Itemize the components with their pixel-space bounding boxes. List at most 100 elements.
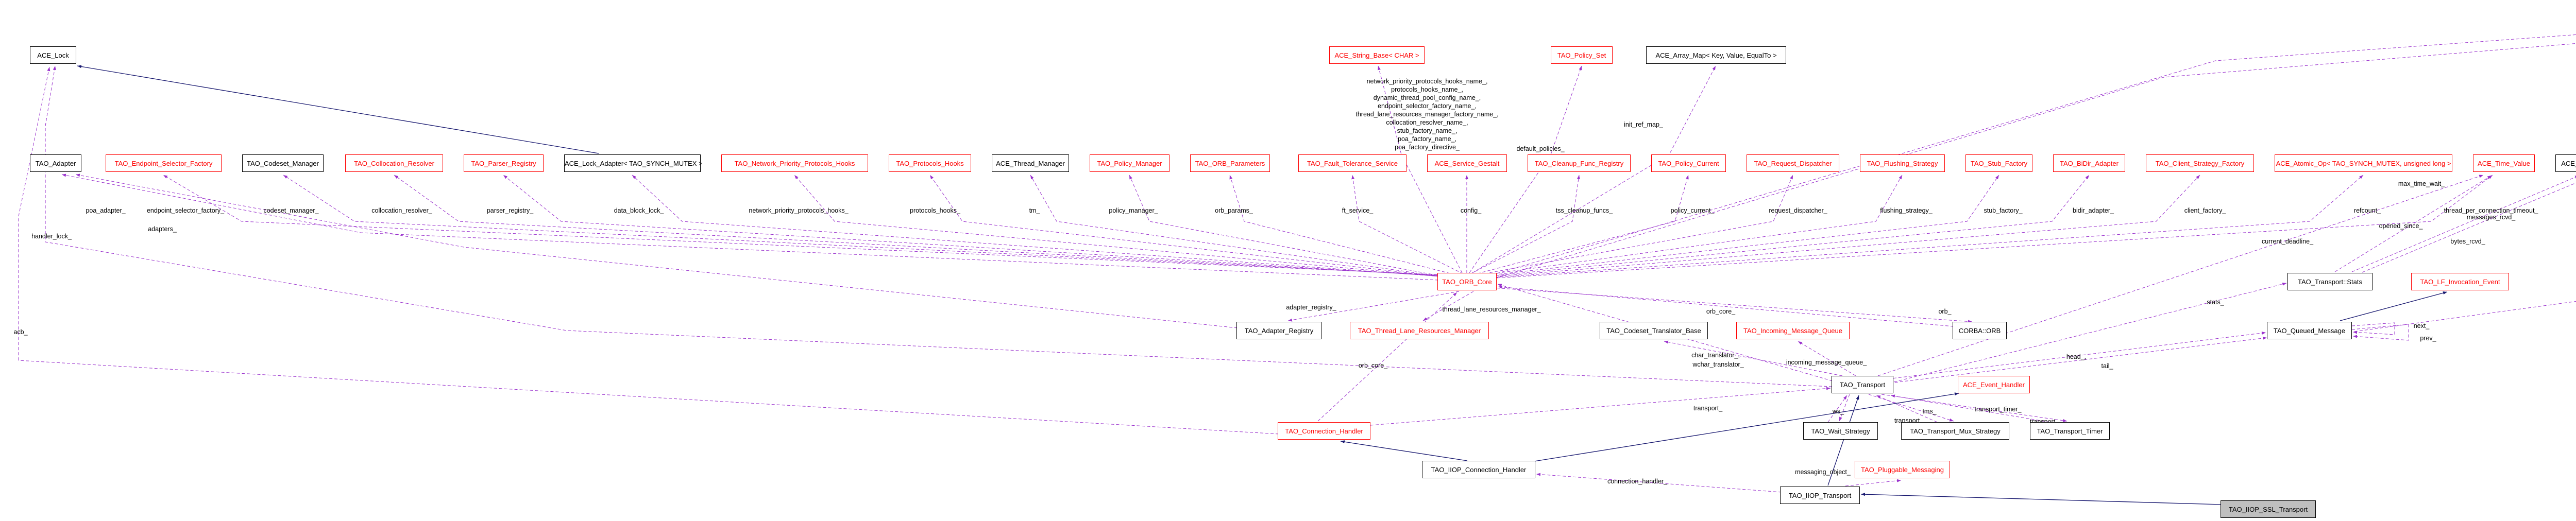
class-node-tao-iiop-ssl-transport: TAO_IIOP_SSL_Transport (2221, 500, 2316, 518)
usage-edge (1893, 283, 2287, 383)
member-name-line: poa_factory_name_, (1398, 135, 1456, 143)
edge-label: handler_lock_ (31, 233, 72, 240)
edge-label: orb_params_ (1215, 207, 1253, 214)
edge-label: network_priority_protocols_hooks_ (749, 207, 849, 214)
class-node-tao-protocols-hooks[interactable]: TAO_Protocols_Hooks (889, 154, 971, 172)
edge-label: messaging_object_ (1795, 468, 1851, 476)
usage-edge (394, 175, 1446, 276)
class-node-tao-connection-handler[interactable]: TAO_Connection_Handler (1278, 422, 1370, 440)
class-node-ace-string-base-char[interactable]: ACE_String_Base< CHAR > (1329, 46, 1425, 64)
class-node-ace-atomic-op-tao-synch-mutex-unsigned-long[interactable]: ACE_Atomic_Op< TAO_SYNCH_MUTEX, unsigned… (2275, 154, 2452, 172)
inheritance-edge (2340, 291, 2448, 321)
class-node-ace-thread-manager[interactable]: ACE_Thread_Manager (992, 154, 1069, 172)
class-node-tao-endpoint-selector-factory[interactable]: TAO_Endpoint_Selector_Factory (106, 154, 222, 172)
class-node-tao-policy-current[interactable]: TAO_Policy_Current (1651, 154, 1726, 172)
edge-label: opened_since_ (2379, 222, 2423, 230)
class-node-tao-network-priority-protocols-hooks[interactable]: TAO_Network_Priority_Protocols_Hooks (721, 154, 868, 172)
usage-edge (1482, 175, 2200, 278)
edge-label: codeset_manager_ (263, 207, 319, 214)
edge-label: current_deadline_ (2261, 238, 2314, 245)
class-node-tao-pluggable-messaging[interactable]: TAO_Pluggable_Messaging (1855, 461, 1950, 478)
usage-edge (2351, 322, 2395, 335)
edge-label: parser_registry_ (486, 207, 534, 214)
class-node-ace-time-value[interactable]: ACE_Time_Value (2473, 154, 2535, 172)
edge-label: flushing_strategy_ (1880, 207, 1933, 214)
class-node-ace-event-handler[interactable]: ACE_Event_Handler (1958, 376, 2030, 393)
edge-label: connection_handler_ (1607, 478, 1668, 485)
edge-label: tm_ (1029, 207, 1040, 214)
class-node-corba-orb[interactable]: CORBA::ORB (1953, 322, 2007, 339)
class-node-tao-collocation-resolver[interactable]: TAO_Collocation_Resolver (345, 154, 443, 172)
class-node-tao-adapter-registry[interactable]: TAO_Adapter_Registry (1236, 322, 1321, 339)
edge-label: tail_ (2101, 362, 2113, 370)
usage-edge (1798, 341, 1856, 376)
class-node-tao-codeset-manager[interactable]: TAO_Codeset_Manager (242, 154, 324, 172)
inheritance-edge (1534, 392, 1959, 462)
class-node-ace-lock[interactable]: ACE_Lock (30, 46, 76, 64)
usage-edge (1664, 340, 1843, 376)
class-node-tao-lf-invocation-event[interactable]: TAO_LF_Invocation_Event (2411, 273, 2509, 290)
member-name-line: poa_factory_directive_ (1395, 144, 1460, 151)
class-node-tao-thread-lane-resources-manager[interactable]: TAO_Thread_Lane_Resources_Manager (1350, 322, 1489, 339)
usage-edge (1889, 336, 2267, 384)
class-node-tao-client-strategy-factory[interactable]: TAO_Client_Strategy_Factory (2146, 154, 2254, 172)
usage-edge (2362, 182, 2576, 273)
usage-edge (1229, 175, 1461, 276)
class-node-tao-orb-parameters[interactable]: TAO_ORB_Parameters (1190, 154, 1270, 172)
class-node-tao-transport-timer[interactable]: TAO_Transport_Timer (2030, 422, 2110, 440)
member-name-line: endpoint_selector_factory_name_, (1378, 102, 1477, 110)
edge-label: adapter_registry_ (1286, 304, 1336, 311)
usage-edge (45, 65, 1833, 387)
class-node-tao-cleanup-func-registry[interactable]: TAO_Cleanup_Func_Registry (1528, 154, 1631, 172)
edge-label: stats_ (2207, 299, 2224, 306)
inheritance-edge (1827, 395, 1859, 486)
member-name-line: network_priority_protocols_hooks_name_, (1366, 78, 1488, 85)
usage-edge (1030, 175, 1455, 279)
class-node-tao-fault-tolerance-service[interactable]: TAO_Fault_Tolerance_Service (1298, 154, 1406, 172)
class-node-tao-orb-core[interactable]: TAO_ORB_Core (1437, 273, 1497, 290)
class-node-tao-policy-manager[interactable]: TAO_Policy_Manager (1090, 154, 1170, 172)
edge-label: orb_ (1938, 308, 1952, 315)
usage-edge (1480, 175, 2090, 277)
class-node-tao-iiop-connection-handler[interactable]: TAO_IIOP_Connection_Handler (1422, 461, 1535, 478)
class-node-tao-stub-factory[interactable]: TAO_Stub_Factory (1965, 154, 2032, 172)
member-name-line: dynamic_thread_pool_config_name_, (1373, 94, 1481, 101)
class-node-tao-transport-stats[interactable]: TAO_Transport::Stats (2287, 273, 2372, 290)
usage-edge (1498, 285, 1954, 327)
usage-edge (283, 175, 1445, 276)
class-node-ace-basic-stats[interactable]: ACE_Basic_Stats (2555, 154, 2576, 172)
edges-group (18, 34, 2576, 505)
usage-edge (75, 173, 1238, 328)
edge-label: refcount_ (2353, 207, 2381, 214)
class-node-tao-flushing-strategy[interactable]: TAO_Flushing_Strategy (1860, 154, 1945, 172)
class-node-tao-transport[interactable]: TAO_Transport (1832, 376, 1893, 393)
class-node-tao-wait-strategy[interactable]: TAO_Wait_Strategy (1803, 422, 1878, 440)
class-node-tao-request-dispatcher[interactable]: TAO_Request_Dispatcher (1747, 154, 1839, 172)
class-node-tao-adapter[interactable]: TAO_Adapter (30, 154, 81, 172)
edge-label: max_time_wait_ (2398, 180, 2445, 187)
member-name-line: stub_factory_name_, (1397, 127, 1458, 134)
edge-label: ws_ (1832, 408, 1844, 415)
edge-label: bidir_adapter_ (2073, 207, 2114, 214)
class-node-tao-incoming-message-queue[interactable]: TAO_Incoming_Message_Queue (1736, 322, 1850, 339)
usage-edge (1868, 394, 1954, 422)
class-node-tao-parser-registry[interactable]: TAO_Parser_Registry (464, 154, 544, 172)
class-node-ace-service-gestalt[interactable]: ACE_Service_Gestalt (1427, 154, 1507, 172)
usage-edge (1287, 291, 1460, 322)
class-node-tao-bidir-adapter[interactable]: TAO_BiDir_Adapter (2053, 154, 2125, 172)
class-node-ace-lock-adapter-tao-synch-mutex[interactable]: ACE_Lock_Adapter< TAO_SYNCH_MUTEX > (564, 154, 703, 172)
class-node-ace-array-map-key-value-equalto[interactable]: ACE_Array_Map< Key, Value, EqualTo > (1646, 46, 1786, 64)
class-node-tao-iiop-transport[interactable]: TAO_IIOP_Transport (1780, 487, 1860, 504)
class-node-tao-queued-message[interactable]: TAO_Queued_Message (2267, 322, 2352, 339)
usage-edge (18, 66, 1279, 435)
class-node-tao-policy-set[interactable]: TAO_Policy_Set (1551, 46, 1613, 64)
member-name-line: collocation_resolver_name_, (1386, 119, 1468, 126)
edge-label: default_policies_ (1516, 145, 1565, 152)
edge-label: endpoint_selector_factory_ (146, 207, 225, 214)
usage-edge (1129, 175, 1458, 280)
class-node-tao-codeset-translator-base[interactable]: TAO_Codeset_Translator_Base (1600, 322, 1708, 339)
edge-label: tss_cleanup_funcs_ (1555, 207, 1613, 214)
class-node-tao-transport-mux-strategy[interactable]: TAO_Transport_Mux_Strategy (1901, 422, 2009, 440)
usage-edge (1876, 395, 1938, 423)
